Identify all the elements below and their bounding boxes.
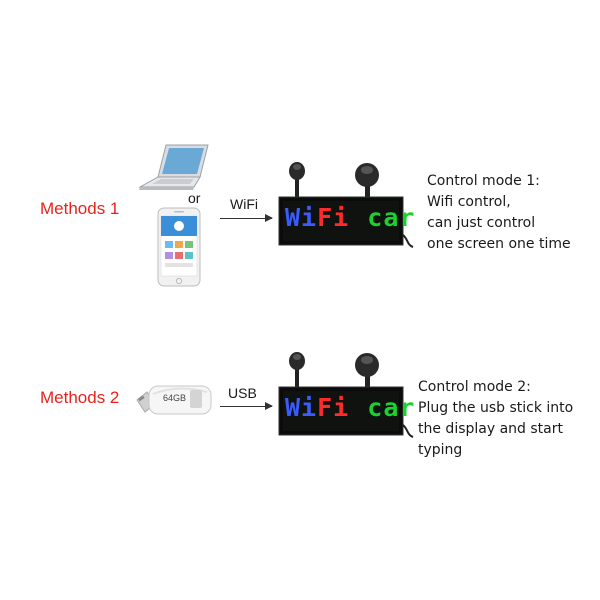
laptop-icon	[138, 144, 209, 190]
method-2-label: Methods 2	[40, 388, 120, 407]
led-display-2: WiFi car	[273, 347, 415, 452]
led-display-panel	[278, 162, 414, 248]
arrow-1	[220, 214, 273, 222]
arrow-2	[220, 402, 273, 410]
suction-cup-icon	[355, 163, 379, 198]
or-label: or	[188, 190, 201, 206]
led-display-1: WiFi car	[273, 157, 415, 262]
control-mode-2-text: Control mode 2: Plug the usb stick into …	[418, 379, 574, 458]
led-display-panel	[278, 352, 414, 438]
led-text-wifi: Wi	[285, 203, 318, 232]
led-text-car: car	[367, 203, 416, 232]
control-mode-1-text: Control mode 1: Wifi control, can just c…	[427, 173, 571, 252]
smartphone-icon	[157, 207, 201, 287]
suction-cup-icon	[289, 352, 305, 388]
suction-cup-icon	[289, 162, 305, 198]
suction-cup-icon	[355, 353, 379, 388]
usb-connection-label: USB	[228, 385, 257, 401]
wifi-connection-label: WiFi	[230, 196, 258, 212]
usb-stick-label: 64GB	[163, 393, 187, 403]
usb-stick-icon	[136, 385, 212, 415]
method-1-label: Methods 1	[40, 199, 120, 218]
